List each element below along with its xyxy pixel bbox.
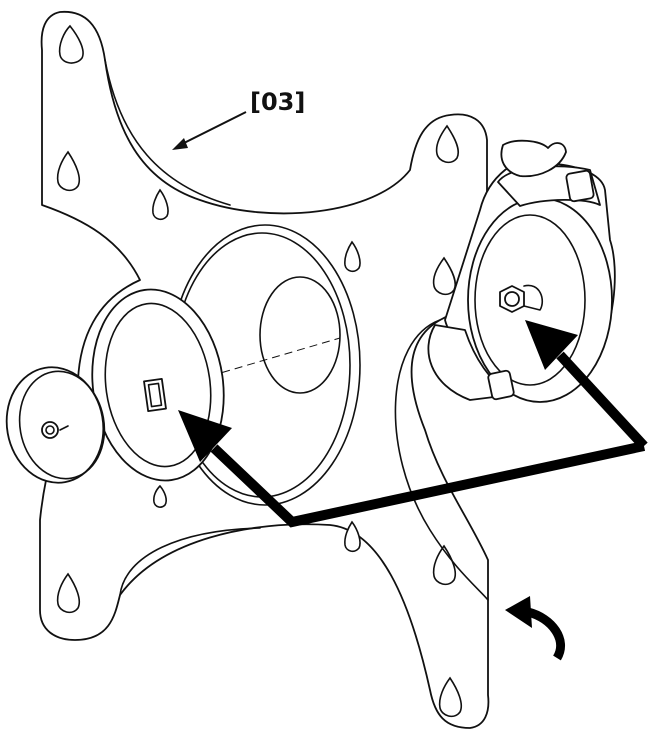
pointer-arrow-icon [178, 320, 648, 528]
callout-line [177, 111, 247, 147]
plate-hole [435, 124, 460, 164]
cap-screw-head [45, 425, 55, 435]
arrow-head-left [178, 410, 232, 462]
rotate-arrowhead [505, 596, 532, 628]
plate-hole [432, 544, 457, 586]
plate-hole [58, 24, 84, 64]
rotate-arc [526, 607, 566, 661]
plate-center-hole [259, 276, 341, 394]
plate-upper-arch-edge [104, 59, 231, 206]
arrow-path-right [556, 351, 648, 450]
plate-lower-arch-edge [119, 527, 261, 596]
rotate-arrow-icon [505, 596, 566, 661]
tilt-clamp-tab [487, 369, 515, 401]
mounting-plate [39, 11, 490, 729]
plate-hole [432, 256, 457, 296]
washer-inner [104, 302, 212, 468]
callout-label: [03] [250, 88, 305, 116]
arrow-path-left [210, 441, 646, 528]
plate-hole [344, 240, 361, 273]
callout-arrow-icon [172, 111, 247, 150]
cap-disc [5, 366, 106, 484]
tilt-clamp-top-tab [565, 169, 595, 203]
plate-hole [153, 484, 167, 508]
arrow-head-right [525, 320, 578, 370]
cap-screw-shaft [59, 425, 69, 431]
bolt-icon [504, 291, 520, 307]
tilt-cylinder-inner [474, 214, 586, 386]
cap-screw-icon [41, 421, 59, 439]
callout-arrowhead [172, 138, 188, 150]
bolt-washer [523, 284, 544, 311]
plate-hole [344, 520, 361, 553]
wing-knob-icon[interactable] [500, 139, 567, 178]
plate-hole [56, 572, 81, 614]
washer-square-hole-inner [147, 382, 163, 408]
plate-hole [56, 150, 81, 192]
tilt-cylinder-face [467, 197, 613, 403]
plate-hole [438, 676, 463, 718]
cap-disc-edge [18, 370, 106, 480]
plate-hole [152, 188, 169, 221]
